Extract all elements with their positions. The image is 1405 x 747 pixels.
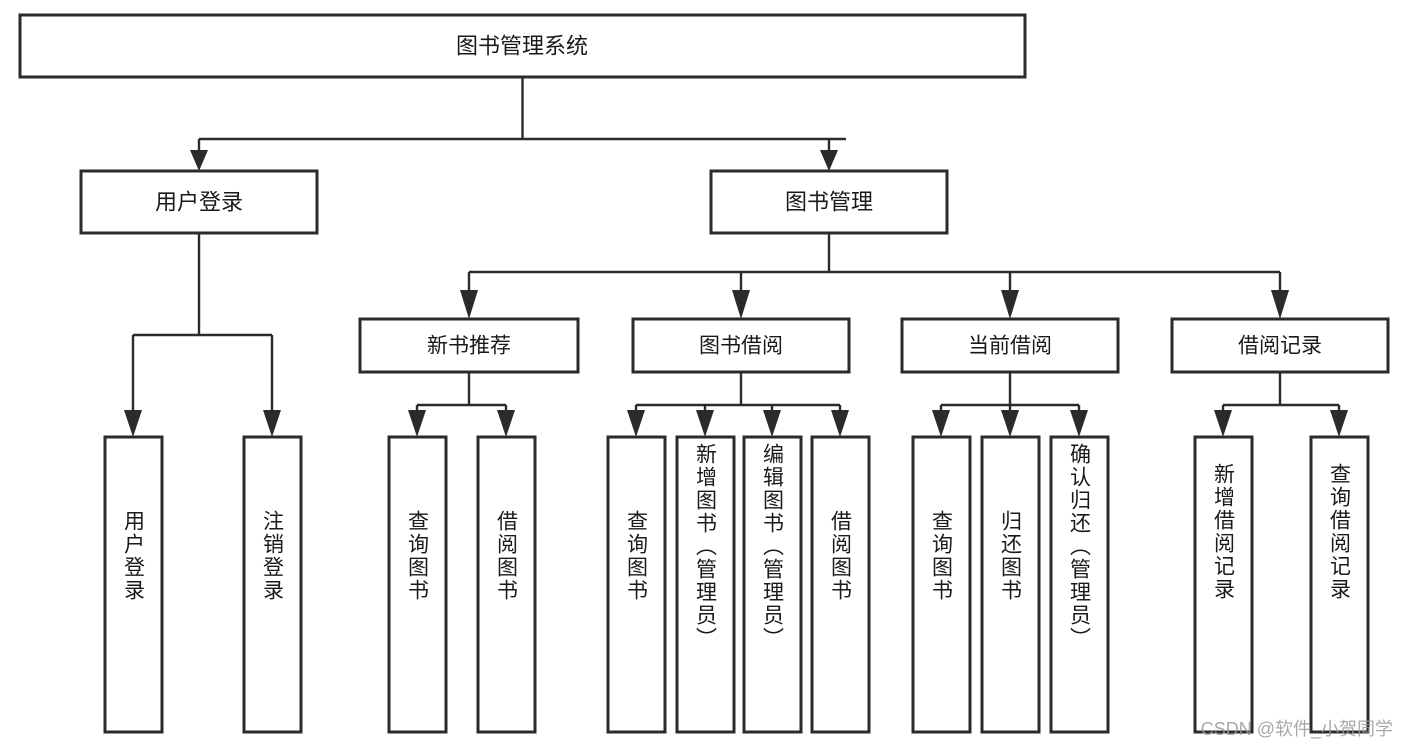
node-leaf-user-logout[interactable] bbox=[242, 435, 303, 734]
arrow-leaf-borrow-book-2 bbox=[831, 410, 849, 437]
arrow-user-login bbox=[190, 150, 208, 171]
node-leaf-query-record[interactable] bbox=[1309, 435, 1370, 734]
node-leaf-edit-book[interactable] bbox=[742, 435, 803, 734]
node-new-book-recommend-label: 新书推荐 bbox=[427, 335, 511, 358]
arrow-book-manage bbox=[820, 150, 838, 171]
arrow-leaf-return-book bbox=[1001, 410, 1019, 437]
edge-group bbox=[124, 78, 1348, 437]
node-root[interactable] bbox=[18, 13, 1027, 79]
node-book-manage-label: 图书管理 bbox=[785, 190, 873, 215]
arrow-leaf-add-record bbox=[1214, 410, 1232, 437]
node-leaf-confirm-return[interactable] bbox=[1049, 435, 1110, 734]
arrow-current-borrow bbox=[1001, 290, 1019, 319]
node-leaf-query-book-2[interactable] bbox=[606, 435, 667, 734]
arrow-leaf-query-book-1 bbox=[408, 410, 426, 437]
arrow-book-borrow bbox=[732, 290, 750, 319]
arrow-leaf-query-book-3 bbox=[932, 410, 950, 437]
node-leaf-add-book[interactable] bbox=[675, 435, 736, 734]
arrow-leaf-query-book-2 bbox=[627, 410, 645, 437]
node-book-borrow-label: 图书借阅 bbox=[699, 335, 783, 358]
node-borrow-record[interactable] bbox=[1170, 317, 1390, 374]
node-new-book-recommend[interactable] bbox=[358, 317, 580, 374]
node-book-borrow[interactable] bbox=[631, 317, 851, 374]
arrow-leaf-borrow-book-1 bbox=[497, 410, 515, 437]
arrow-leaf-add-book bbox=[696, 410, 714, 437]
arrow-leaf-user-logout bbox=[263, 410, 281, 437]
node-leaf-return-book[interactable] bbox=[980, 435, 1041, 734]
node-book-manage[interactable] bbox=[709, 169, 949, 235]
node-current-borrow-label: 当前借阅 bbox=[968, 335, 1052, 358]
node-root-label: 图书管理系统 bbox=[456, 34, 588, 59]
node-current-borrow[interactable] bbox=[900, 317, 1120, 374]
arrow-leaf-user-login bbox=[124, 410, 142, 437]
node-leaf-query-book-3[interactable] bbox=[911, 435, 972, 734]
watermark: CSDN @软件_小贺同学 bbox=[1200, 719, 1393, 739]
node-user-login-label: 用户登录 bbox=[155, 190, 243, 215]
node-user-login[interactable] bbox=[79, 169, 319, 235]
node-group: 图书管理系统 用户登录 图书管理 新书推荐 图书借阅 当前借阅 借阅记录 bbox=[18, 13, 1390, 734]
arrow-new-book-recommend bbox=[460, 290, 478, 319]
arrow-leaf-confirm-return bbox=[1070, 410, 1088, 437]
node-leaf-borrow-book-2[interactable] bbox=[810, 435, 871, 734]
arrow-leaf-edit-book bbox=[763, 410, 781, 437]
node-leaf-borrow-book-1[interactable] bbox=[476, 435, 537, 734]
node-borrow-record-label: 借阅记录 bbox=[1238, 335, 1322, 358]
node-leaf-query-book-1[interactable] bbox=[387, 435, 448, 734]
node-leaf-add-record[interactable] bbox=[1193, 435, 1254, 734]
arrow-leaf-query-record bbox=[1330, 410, 1348, 437]
node-leaf-user-login[interactable] bbox=[103, 435, 164, 734]
arrow-borrow-record bbox=[1271, 290, 1289, 319]
